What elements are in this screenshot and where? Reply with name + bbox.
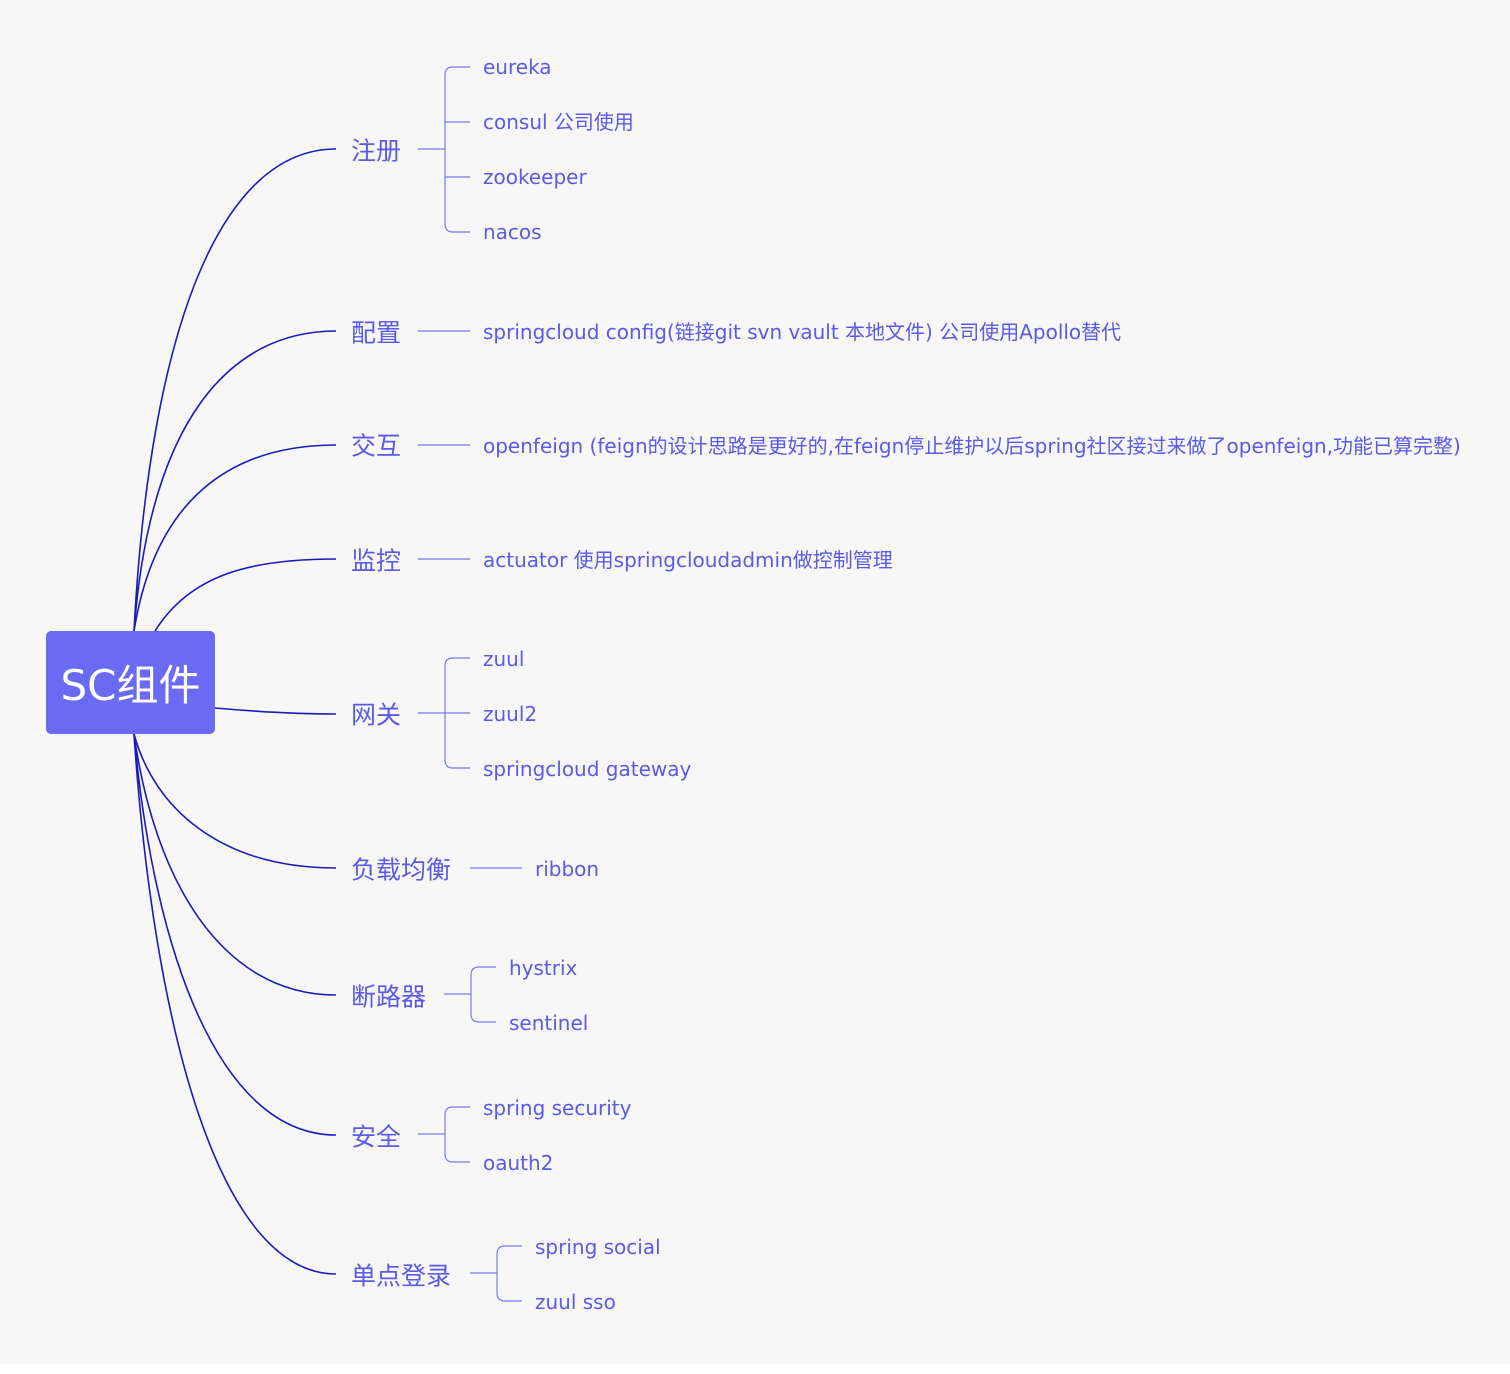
branch-label-monitoring[interactable]: 监控 (351, 546, 402, 576)
branch-connector (133, 733, 337, 996)
leaf-connector (444, 759, 470, 769)
leaf-connector (444, 1106, 470, 1116)
branch-connector (133, 148, 337, 632)
leaf-eureka[interactable]: eureka (483, 55, 552, 79)
leaf-connector (470, 1013, 496, 1023)
branch-label-gateway[interactable]: 网关 (351, 700, 402, 730)
branch-connector (133, 733, 337, 1136)
leaf-oauth2[interactable]: oauth2 (483, 1151, 554, 1175)
leaf-sentinel[interactable]: sentinel (509, 1011, 589, 1035)
leaf-consul[interactable]: consul 公司使用 (483, 110, 634, 134)
leaf-zookeeper[interactable]: zookeeper (483, 165, 587, 189)
leaf-zuul2[interactable]: zuul2 (483, 702, 538, 726)
leaf-ribbon[interactable]: ribbon (535, 857, 600, 881)
leaf-connector (444, 1153, 470, 1163)
branch-label-load-balancing[interactable]: 负载均衡 (351, 855, 452, 885)
leaf-openfeign[interactable]: openfeign (feign的设计思路是更好的,在feign停止维护以后sp… (483, 434, 1461, 458)
branch-label-sso[interactable]: 单点登录 (351, 1261, 452, 1291)
leaf-springcloud-gateway[interactable]: springcloud gateway (483, 757, 692, 781)
branch-label-security[interactable]: 安全 (351, 1122, 402, 1152)
root-node[interactable]: SC组件 (46, 631, 215, 734)
leaf-connector (444, 223, 470, 233)
root-node-label: SC组件 (60, 661, 201, 710)
leaf-connector (444, 657, 470, 667)
leaf-spring-social[interactable]: spring social (535, 1235, 661, 1259)
leaf-nacos[interactable]: nacos (483, 220, 542, 244)
leaf-actuator[interactable]: actuator 使用springcloudadmin做控制管理 (483, 548, 893, 572)
leaf-zuul-sso[interactable]: zuul sso (535, 1290, 616, 1314)
branch-label-interaction[interactable]: 交互 (351, 431, 402, 461)
leaf-connector (496, 1245, 522, 1255)
leaf-springcloud-config[interactable]: springcloud config(链接git svn vault 本地文件)… (483, 320, 1122, 344)
leaf-zuul[interactable]: zuul (483, 647, 525, 671)
branch-label-circuit-breaker[interactable]: 断路器 (351, 982, 427, 1012)
branch-connector (214, 707, 337, 715)
branch-connector (133, 733, 337, 1275)
leaf-connector (444, 66, 470, 76)
branch-connector (154, 558, 337, 632)
branch-label-config[interactable]: 配置 (351, 318, 402, 348)
branch-connector (133, 330, 337, 632)
leaf-hystrix[interactable]: hystrix (509, 956, 578, 980)
branch-connector (133, 733, 337, 869)
leaf-connector (470, 966, 496, 976)
branch-label-register[interactable]: 注册 (351, 136, 402, 166)
branch-connector (133, 444, 337, 632)
leaf-connector (496, 1292, 522, 1302)
leaf-spring-security[interactable]: spring security (483, 1096, 632, 1120)
